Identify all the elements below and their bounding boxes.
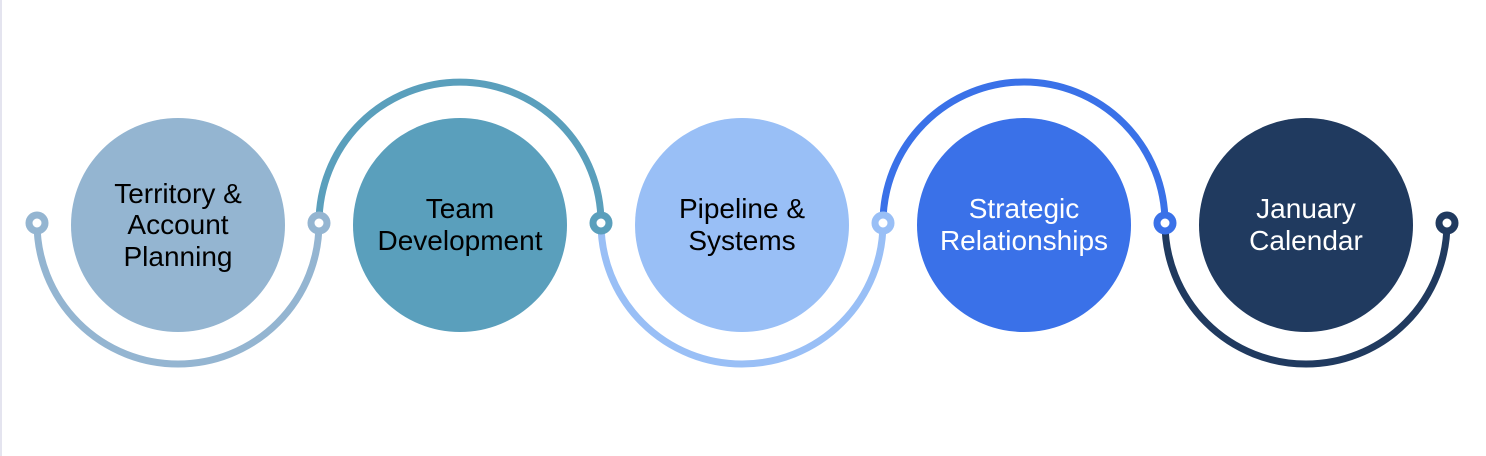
step-circle-strategic-relationships: [917, 118, 1131, 332]
slide-left-edge-line: [0, 0, 2, 456]
connector-node-5: [1153, 211, 1177, 235]
connector-node-2: [307, 211, 331, 235]
connector-arc-5: [1161, 222, 1451, 368]
connector-arc-3: [597, 222, 887, 368]
step-circle-pipeline-systems: [635, 118, 849, 332]
step-circle-january-calendar: [1199, 118, 1413, 332]
step-circle-team-development: [353, 118, 567, 332]
connector-node-6: [1435, 211, 1459, 235]
connector-node-1: [25, 211, 49, 235]
connector-node-3: [589, 211, 613, 235]
connector-node-4: [871, 211, 895, 235]
step-circle-territory-account-planning: [71, 118, 285, 332]
connector-arc-1: [33, 222, 323, 368]
connector-arc-4: [879, 78, 1169, 224]
connector-arc-2: [315, 78, 605, 224]
